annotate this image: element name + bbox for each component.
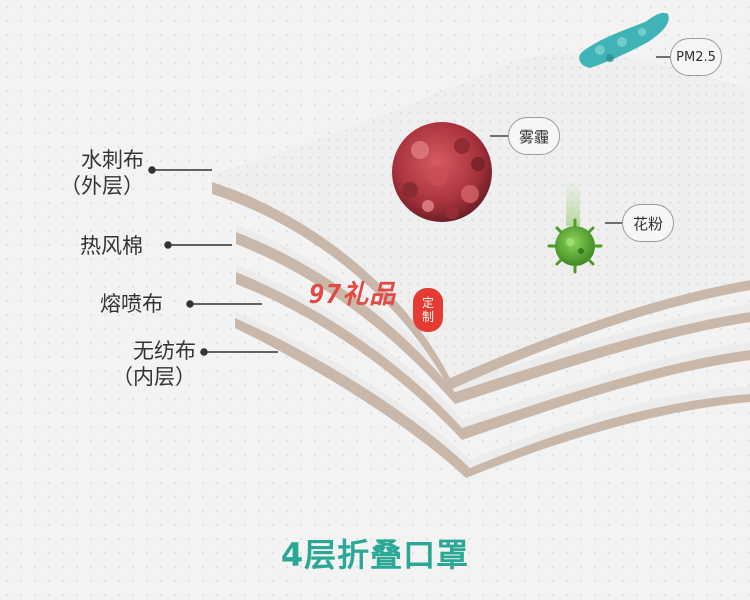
pollen-label: 花粉 bbox=[622, 204, 674, 242]
layer-1-position: （外层） bbox=[60, 174, 144, 198]
watermark-seal-text: 定制 bbox=[421, 296, 434, 324]
layer-2-name: 热风棉 bbox=[80, 234, 143, 258]
layer-1-sheet bbox=[212, 53, 750, 390]
watermark-text: 97礼品 bbox=[309, 280, 397, 310]
layer-1-name: 水刺布 bbox=[81, 148, 144, 172]
pollen-particle-icon bbox=[547, 180, 603, 274]
pm25-particle-icon bbox=[579, 12, 669, 69]
watermark-seal: 定制 bbox=[413, 288, 443, 332]
layer-2-label: 热风棉 bbox=[80, 233, 143, 259]
smog-label: 雾霾 bbox=[508, 117, 560, 155]
pm25-label: PM2.5 bbox=[670, 38, 722, 76]
layer-4-position: （内层） bbox=[112, 365, 196, 389]
layer-4-name: 无纺布 bbox=[133, 339, 196, 363]
layer-3-label: 熔喷布 bbox=[100, 291, 163, 317]
layer-1-label: 水刺布 （外层） bbox=[60, 147, 144, 199]
page-title: 4层折叠口罩 bbox=[280, 536, 470, 574]
layer-3-name: 熔喷布 bbox=[100, 292, 163, 316]
layer-4-label: 无纺布 （内层） bbox=[112, 338, 196, 390]
smog-particle-icon bbox=[392, 122, 492, 222]
